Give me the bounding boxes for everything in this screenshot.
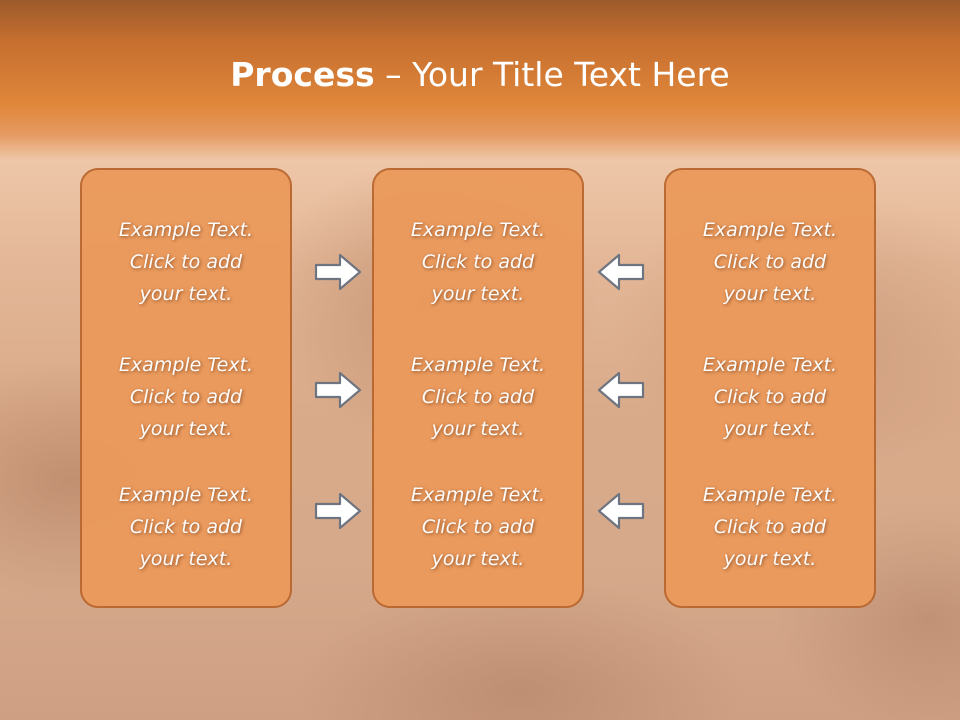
slide-title[interactable]: Process – Your Title Text Here — [0, 52, 960, 102]
arrow-right-icon[interactable] — [314, 252, 362, 292]
text-line: Example Text. — [702, 484, 838, 506]
text-line: Click to add — [713, 251, 827, 273]
text-line: Click to add — [421, 386, 535, 408]
text-line: Example Text. — [118, 484, 254, 506]
text-line: Example Text. — [702, 219, 838, 241]
process-box-right[interactable]: Example Text. Click to add your text. Ex… — [664, 168, 876, 608]
text-line: Click to add — [129, 251, 243, 273]
text-line: Click to add — [129, 386, 243, 408]
text-line: your text. — [723, 283, 817, 305]
text-line: Click to add — [421, 516, 535, 538]
process-box-left[interactable]: Example Text. Click to add your text. Ex… — [80, 168, 292, 608]
text-placeholder[interactable]: Example Text. Click to add your text. — [374, 214, 582, 310]
text-line: Example Text. — [118, 354, 254, 376]
text-line: your text. — [139, 418, 233, 440]
text-placeholder[interactable]: Example Text. Click to add your text. — [666, 349, 874, 445]
text-placeholder[interactable]: Example Text. Click to add your text. — [82, 479, 290, 575]
arrow-right-icon[interactable] — [314, 370, 362, 410]
text-line: Click to add — [421, 251, 535, 273]
text-line: Example Text. — [410, 484, 546, 506]
title-bold-text: Process — [230, 55, 375, 94]
text-line: Click to add — [713, 516, 827, 538]
text-line: Example Text. — [410, 354, 546, 376]
text-line: Example Text. — [410, 219, 546, 241]
text-placeholder[interactable]: Example Text. Click to add your text. — [82, 349, 290, 445]
text-line: Click to add — [713, 386, 827, 408]
text-placeholder[interactable]: Example Text. Click to add your text. — [666, 479, 874, 575]
arrow-left-icon[interactable] — [597, 370, 645, 410]
text-line: your text. — [431, 548, 525, 570]
text-line: Click to add — [129, 516, 243, 538]
arrow-left-icon[interactable] — [597, 491, 645, 531]
text-line: your text. — [431, 418, 525, 440]
text-line: your text. — [431, 283, 525, 305]
text-line: your text. — [139, 283, 233, 305]
text-placeholder[interactable]: Example Text. Click to add your text. — [666, 214, 874, 310]
title-rest-text: – Your Title Text Here — [374, 55, 730, 94]
arrow-left-icon[interactable] — [597, 252, 645, 292]
text-line: your text. — [723, 548, 817, 570]
text-placeholder[interactable]: Example Text. Click to add your text. — [374, 349, 582, 445]
text-placeholder[interactable]: Example Text. Click to add your text. — [374, 479, 582, 575]
text-line: your text. — [139, 548, 233, 570]
text-line: your text. — [723, 418, 817, 440]
process-box-middle[interactable]: Example Text. Click to add your text. Ex… — [372, 168, 584, 608]
arrow-right-icon[interactable] — [314, 491, 362, 531]
text-placeholder[interactable]: Example Text. Click to add your text. — [82, 214, 290, 310]
text-line: Example Text. — [118, 219, 254, 241]
text-line: Example Text. — [702, 354, 838, 376]
